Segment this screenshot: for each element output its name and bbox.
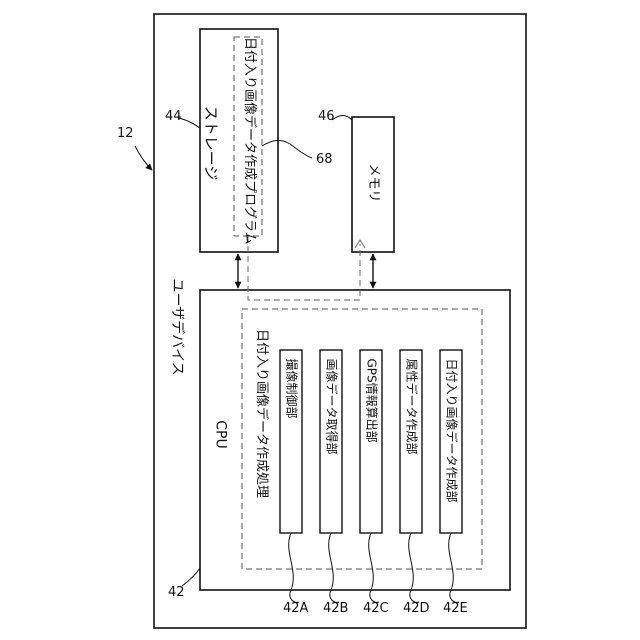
leader-42e xyxy=(449,533,459,602)
unit-label-42a: 撮像制御部 xyxy=(285,353,298,531)
leader-42d xyxy=(409,533,419,602)
storage-label: ストレージ xyxy=(202,103,218,183)
process-label: 日付入り画像データ作成処理 xyxy=(254,329,268,529)
ref-42a: 42A xyxy=(283,602,308,615)
device-label: ユーザデバイス xyxy=(168,277,184,377)
cpu-box xyxy=(200,290,510,590)
leader-68 xyxy=(262,140,312,158)
ref-42c: 42C xyxy=(363,602,389,615)
leader-42c xyxy=(369,533,379,602)
unit-label-42d: 属性データ作成部 xyxy=(405,353,418,531)
leader-12 xyxy=(135,146,152,170)
ref-42e: 42E xyxy=(443,602,468,615)
unit-label-42e: 日付入り画像データ作成部 xyxy=(445,353,458,531)
unit-label-42b: 画像データ取得部 xyxy=(325,353,338,531)
leader-42 xyxy=(182,568,200,586)
ref-44: 44 xyxy=(165,110,182,123)
ref-68: 68 xyxy=(316,153,333,166)
unit-label-42c: GPS情報算出部 xyxy=(365,353,378,531)
program-label: 日付入り画像データ作成プログラム xyxy=(242,37,256,237)
leader-42a xyxy=(289,533,299,602)
ref-42d: 42D xyxy=(403,602,430,615)
leader-42b xyxy=(329,533,339,602)
ref-12: 12 xyxy=(117,127,134,140)
ref-46: 46 xyxy=(318,110,335,123)
ref-42: 42 xyxy=(168,586,185,599)
ref-42b: 42B xyxy=(323,602,348,615)
memory-label: メモリ xyxy=(366,160,380,206)
cpu-label: CPU xyxy=(213,415,228,455)
leader-46 xyxy=(332,116,352,121)
